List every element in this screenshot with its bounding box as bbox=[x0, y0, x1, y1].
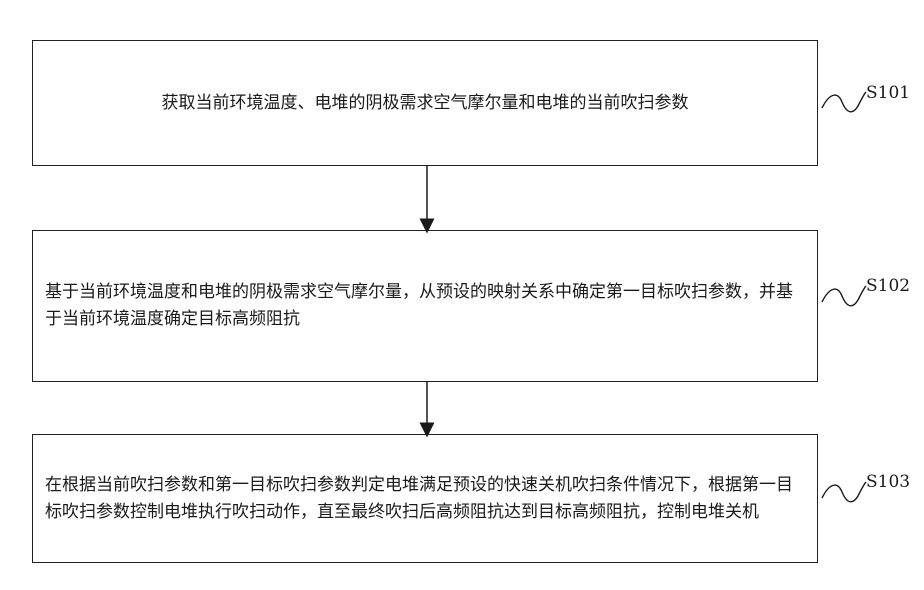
leader-line-s103 bbox=[822, 482, 866, 502]
step-label-s101: S101 bbox=[866, 83, 910, 103]
step-label-s102: S102 bbox=[866, 276, 910, 296]
leader-line-s101 bbox=[822, 92, 866, 112]
leader-line-s102 bbox=[822, 286, 866, 306]
step-label-s103: S103 bbox=[866, 472, 910, 492]
